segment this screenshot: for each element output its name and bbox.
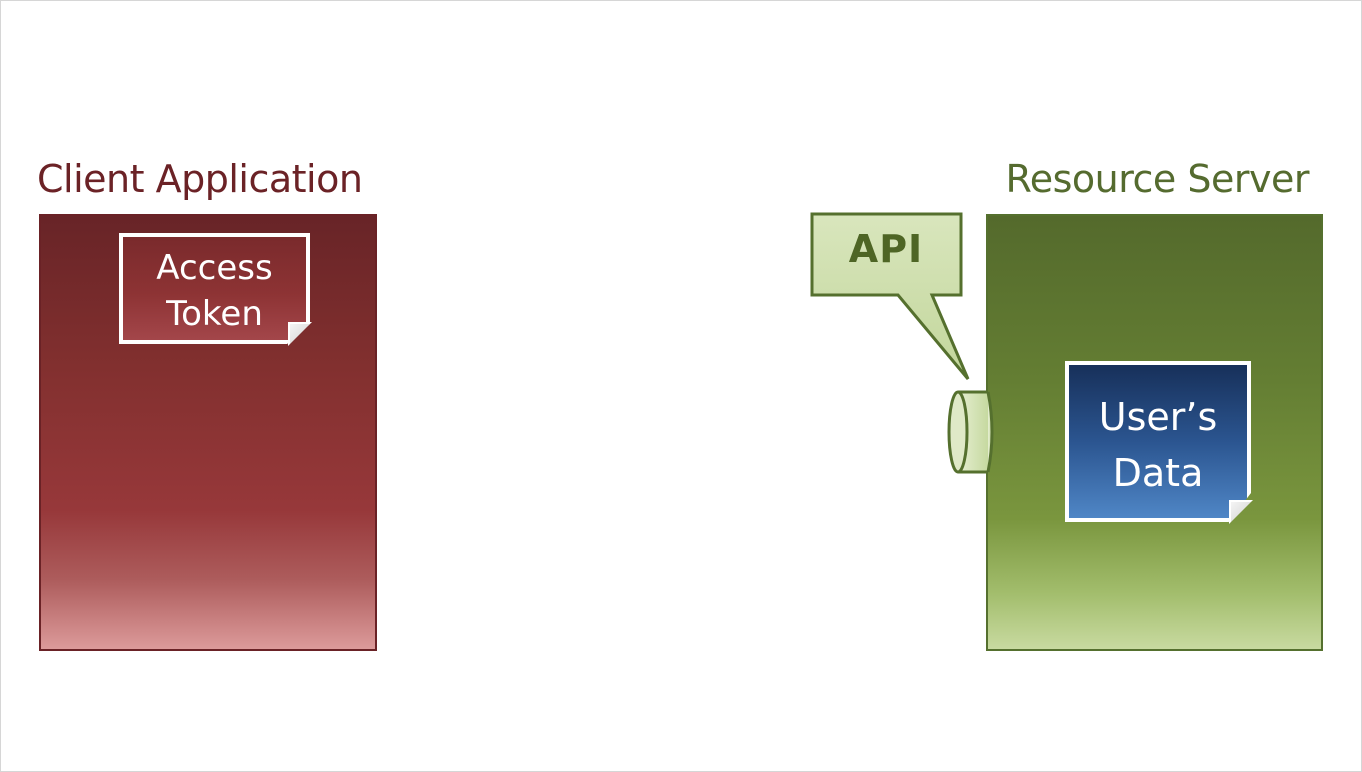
users-data-label-line1: User’s [1098,395,1218,439]
api-speech-bubble [810,212,970,380]
api-label: API [848,227,924,271]
client-application-title: Client Application [37,157,363,201]
api-callout [810,212,994,474]
access-token-note: Access Token [119,233,310,344]
api-port-cylinder [947,390,994,474]
resource-server-title: Resource Server [1005,157,1310,201]
users-data-note: User’s Data [1065,361,1251,522]
access-token-label-line1: Access [156,248,273,288]
access-token-label-line2: Token [166,294,263,334]
users-data-label-line2: Data [1112,451,1204,495]
